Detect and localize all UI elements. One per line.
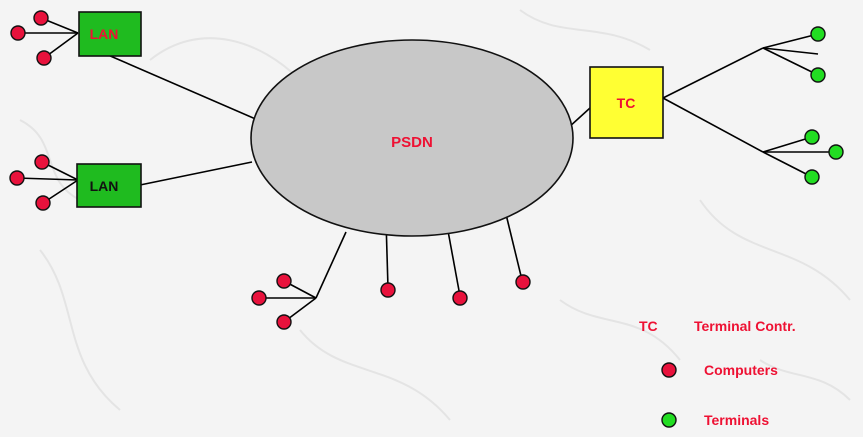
tc-terminals	[804, 26, 844, 185]
legend-computer-icon	[661, 362, 677, 378]
terminal-node	[804, 169, 820, 185]
psdn-label: PSDN	[391, 134, 433, 151]
link-psdn-hub	[315, 231, 347, 299]
legend-tc-abbrev: TC	[639, 318, 658, 334]
link-lan-top-psdn	[107, 54, 259, 121]
terminal-node	[810, 67, 826, 83]
computer-node	[36, 50, 52, 66]
psdn-direct-computers	[380, 274, 531, 306]
lan-top: LAN	[10, 10, 142, 66]
computer-node	[515, 274, 531, 290]
terminal-node	[828, 144, 844, 160]
computer-node	[34, 154, 50, 170]
link-lan-bottom-psdn	[139, 161, 253, 186]
computer-node	[9, 170, 25, 186]
computer-node	[35, 195, 51, 211]
link-psdn-computer-3	[503, 205, 523, 281]
tc-label: TC	[617, 95, 636, 111]
legend-tc-text: Terminal Contr.	[694, 318, 796, 334]
terminal-node	[804, 129, 820, 145]
terminal-controller: TC	[589, 26, 844, 185]
lan-top-computers	[10, 10, 52, 66]
computer-node	[276, 314, 292, 330]
computer-node	[452, 290, 468, 306]
legend-terminal-icon	[661, 412, 677, 428]
computer-node	[33, 10, 49, 26]
legend-computers-text: Computers	[704, 362, 778, 378]
computer-node	[251, 290, 267, 306]
legend-terminals-text: Terminals	[704, 412, 769, 428]
terminal-node	[810, 26, 826, 42]
psdn-network: PSDN	[250, 39, 574, 237]
lan-bottom-computers	[9, 154, 51, 211]
lan-bottom: LAN	[9, 154, 142, 211]
computer-node	[10, 25, 26, 41]
computer-node	[380, 282, 396, 298]
computer-node	[276, 273, 292, 289]
lan-top-label: LAN	[90, 26, 119, 42]
lan-bottom-label: LAN	[90, 178, 119, 194]
tc-fanout	[662, 33, 836, 178]
psdn-hub	[251, 273, 317, 330]
legend: TC Terminal Contr. Computers Terminals	[639, 318, 796, 428]
